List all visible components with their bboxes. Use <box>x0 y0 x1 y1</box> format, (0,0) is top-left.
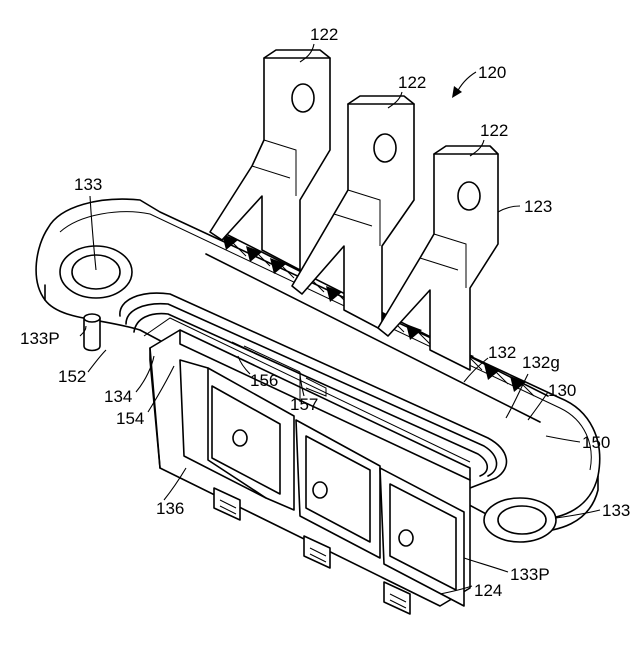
label-130: 130 <box>548 381 576 400</box>
label-132g: 132g <box>522 353 560 372</box>
label-122-c: 122 <box>480 121 508 140</box>
label-133P-left: 133P <box>20 329 60 348</box>
label-132: 132 <box>488 343 516 362</box>
label-124: 124 <box>474 581 502 600</box>
label-136: 136 <box>156 499 184 518</box>
label-122-b: 122 <box>398 73 426 92</box>
label-120: 120 <box>478 63 506 82</box>
label-156: 156 <box>250 371 278 390</box>
label-154: 154 <box>116 409 144 428</box>
label-133-right: 133 <box>602 501 630 520</box>
label-134: 134 <box>104 387 132 406</box>
label-152: 152 <box>58 367 86 386</box>
positioning-pin-left <box>84 314 100 351</box>
label-150: 150 <box>582 433 610 452</box>
label-122-a: 122 <box>310 25 338 44</box>
label-157: 157 <box>290 395 318 414</box>
mounting-hole-left <box>60 246 132 298</box>
label-133P-right: 133P <box>510 565 550 584</box>
label-133-left: 133 <box>74 175 102 194</box>
label-123: 123 <box>524 197 552 216</box>
assembly-arrow <box>452 72 476 98</box>
mounting-hole-right <box>484 498 556 542</box>
